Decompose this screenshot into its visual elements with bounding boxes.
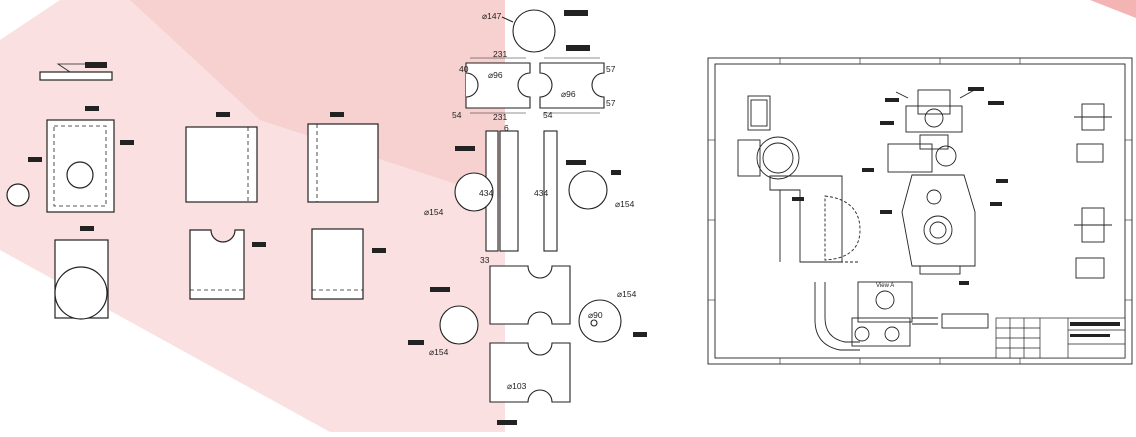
rod-right-part [543,130,558,252]
part-tag [566,160,586,165]
part-tag [120,140,134,145]
top-circle-part [512,9,556,53]
plate-dashed-left-part [307,112,379,203]
small-disc-part [6,183,30,207]
cut-plate-upper [489,265,571,325]
rod-left-inner-part [499,130,519,252]
part-tag [633,332,647,337]
dim-circle-left: ⌀154 [424,207,444,217]
dim-top-circle: ⌀147 [482,11,502,21]
part-tag [455,146,475,151]
view-a-title: View A [876,283,894,289]
dim-pipe-width-bottom: 231 [493,112,507,122]
sheet-border-inner [714,63,1126,359]
pink-backdrop-highlight [130,0,505,200]
part-tag [80,226,94,231]
part-tag [430,287,450,292]
assembly-tags [792,87,1120,337]
dim-hole-left: ⌀96 [488,70,503,80]
border-ticks [708,58,1132,364]
part-tag [497,420,517,425]
part-tag [216,112,230,117]
assembly-texts: View A [876,283,894,289]
pink-backdrop-band [0,0,505,432]
left-panel [6,62,386,320]
view-a-assembly [814,281,938,351]
side-views [1074,103,1112,279]
disc-bottom-right-part [578,299,622,343]
sheet-border-outer [707,57,1133,365]
assembly-drawing [707,57,1133,365]
disc-right-part [568,170,608,210]
middle-dimensions: ⌀147 231 231 ⌀96 ⌀96 40 54 57 57 54 434 … [424,11,637,391]
crank-assembly [737,95,861,263]
dim-hole-right: ⌀96 [561,89,576,99]
plate-with-hole-part [28,106,134,231]
part-tag [611,170,621,175]
middle-panel [408,9,647,425]
part-tag [566,45,590,51]
notes-box [941,313,989,329]
central-assembly [887,87,979,275]
disc-left-part [454,172,494,212]
pipe-fitting-left [465,57,531,114]
dim-notch-bottom: ⌀103 [507,381,527,391]
part-tag [85,62,107,68]
dim-rod-length-right: 434 [534,188,548,198]
part-tag [85,106,99,111]
dim-circle-right: ⌀154 [615,199,635,209]
part-tag [408,340,424,345]
part-tag [28,157,42,162]
dim-small-right-c: 54 [543,110,553,120]
dim-small-right-b: 57 [606,98,616,108]
dim-rod-top: 6 [504,123,509,133]
dim-small-left-a: 40 [459,64,469,74]
part-tag [564,10,588,16]
part-tag [372,248,386,253]
plain-plate-part [311,228,386,300]
pipe-fitting-right [539,57,605,114]
disc-bottom-left-part [439,305,479,345]
dim-rod-width: 33 [480,255,490,265]
dim-rod-length-left: 434 [479,188,493,198]
dim-circle-bottom-left: ⌀154 [429,347,449,357]
part-tag [252,242,266,247]
cut-plate-lower [489,342,571,403]
dim-small-right-a: 57 [606,64,616,74]
corner-accent [1090,0,1136,18]
box-with-disc-part [54,239,109,320]
dim-slot: ⌀90 [588,310,603,320]
flat-strip-part [39,62,113,81]
dim-small-left-b: 54 [452,110,462,120]
notched-plate-part [189,229,266,300]
part-tag [330,112,344,117]
dim-circle-bottom-right: ⌀154 [617,289,637,299]
dim-pipe-width-top: 231 [493,49,507,59]
plate-dashed-right-part [185,112,258,203]
